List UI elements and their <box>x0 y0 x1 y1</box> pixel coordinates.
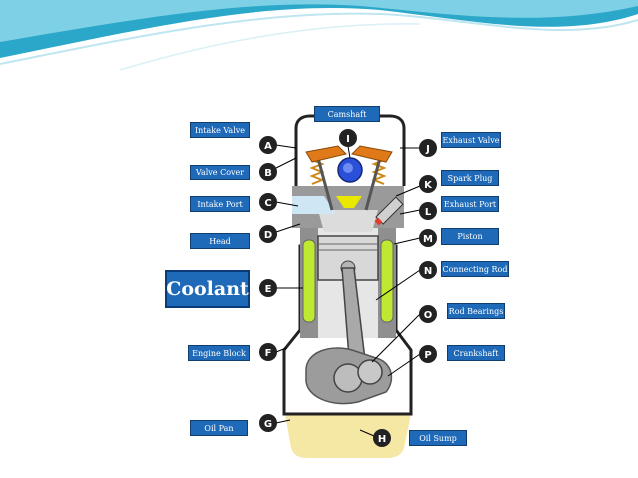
label-intake-valve: Intake Valve <box>190 122 250 138</box>
label-valve-cover: Valve Cover <box>190 165 250 180</box>
combustion-chamber <box>318 210 378 232</box>
intake-rocker-arm <box>305 145 347 163</box>
camshaft-highlight <box>343 163 353 173</box>
label-intake-port: Intake Port <box>190 196 250 212</box>
intake-port <box>292 196 336 214</box>
marker-d: D <box>264 230 272 241</box>
label-camshaft: Camshaft <box>314 106 380 122</box>
coolant-jacket-left <box>302 239 316 323</box>
marker-m: M <box>423 234 433 245</box>
marker-f: F <box>265 348 272 359</box>
label-head: Head <box>190 233 250 249</box>
label-connecting-rod: Connecting Rod <box>441 261 509 277</box>
spark-plug-tip <box>336 196 362 208</box>
marker-a: A <box>264 141 272 152</box>
marker-h: H <box>378 434 386 445</box>
rod-bearing <box>357 359 383 385</box>
coolant-jacket-right <box>380 239 394 323</box>
crank-main-journal <box>333 363 363 393</box>
label-oil-sump: Oil Sump <box>409 430 467 446</box>
label-exhaust-port: Exhaust Port <box>441 196 499 212</box>
spark-plug <box>374 196 404 226</box>
marker-i: I <box>346 134 350 145</box>
leader-lines <box>275 144 421 437</box>
marker-p: P <box>424 350 431 361</box>
marker-k: K <box>424 180 433 191</box>
marker-c: C <box>264 198 271 209</box>
wave-line-2 <box>119 23 421 71</box>
label-spark-plug: Spark Plug <box>441 170 499 186</box>
header-wave-decoration <box>0 0 638 71</box>
marker-n: N <box>424 266 432 277</box>
marker-o: O <box>424 310 433 321</box>
oil-sump <box>285 414 411 458</box>
wave-mid <box>0 0 638 42</box>
label-exhaust-valve: Exhaust Valve <box>441 132 501 148</box>
intake-valve-stem <box>316 157 334 211</box>
label-rod-bearings: Rod Bearings <box>447 303 505 319</box>
wave-line <box>0 12 638 65</box>
label-piston: Piston <box>441 228 499 245</box>
marker-l: L <box>425 207 432 218</box>
label-crankshaft: Crankshaft <box>447 345 505 361</box>
label-engine-block: Engine Block <box>188 345 250 361</box>
letter-markers <box>259 129 437 447</box>
marker-e: E <box>265 284 272 295</box>
label-coolant: Coolant <box>165 270 250 308</box>
marker-letters: A B C D E F G H I J K L M N O P <box>264 134 433 445</box>
exhaust-rocker-arm <box>351 145 393 163</box>
exhaust-valve-stem <box>364 157 382 211</box>
label-oil-pan: Oil Pan <box>190 420 248 436</box>
marker-j: J <box>425 144 430 155</box>
marker-g: G <box>264 419 272 430</box>
marker-b: B <box>264 168 272 179</box>
